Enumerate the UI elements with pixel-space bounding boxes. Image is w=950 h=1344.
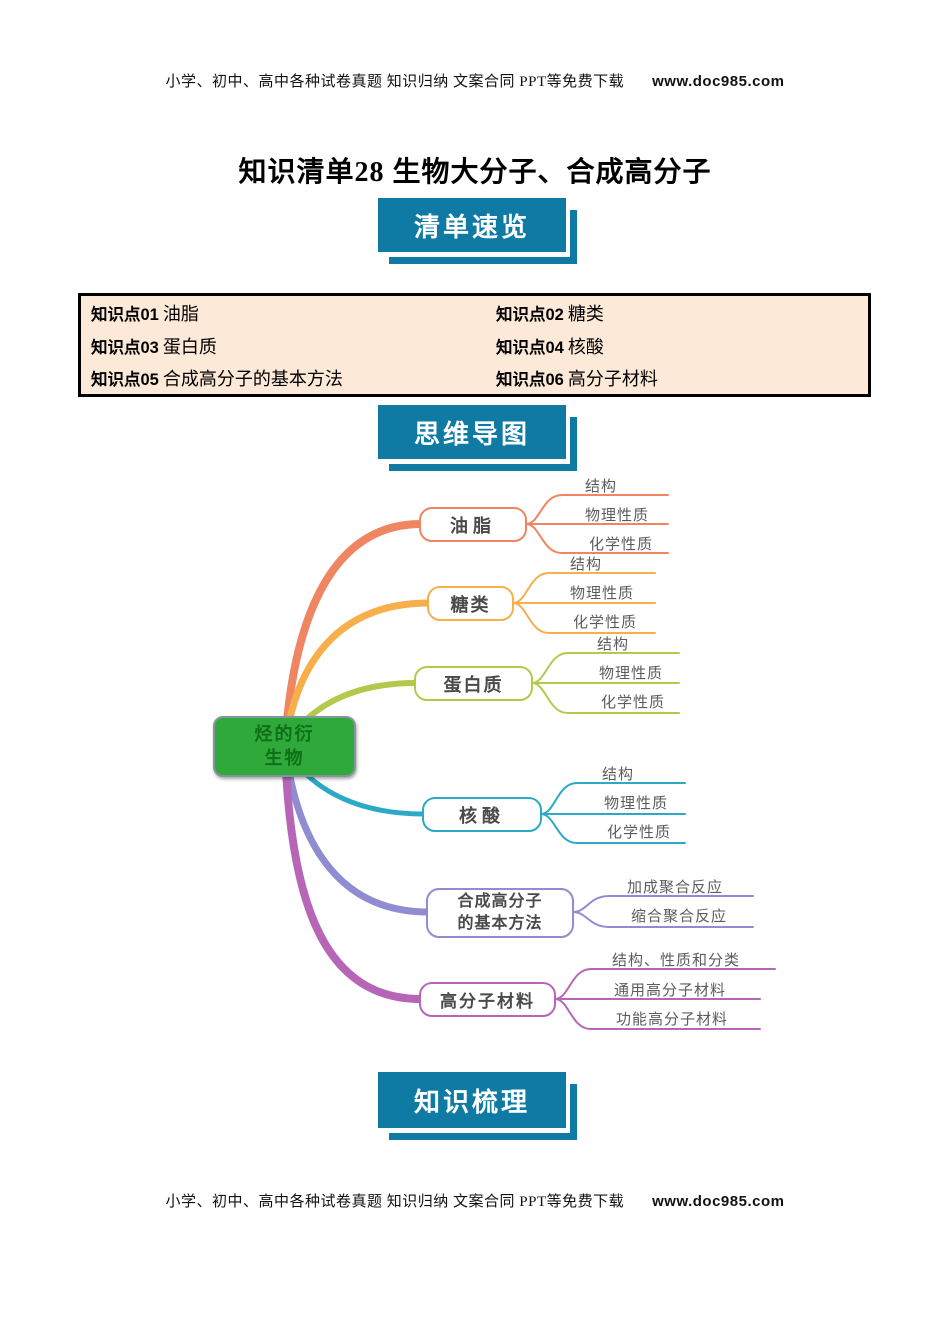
branch-5-fork-bottom <box>554 998 761 1030</box>
banner-knowledge: 知识梳理 <box>378 1072 566 1128</box>
banner-mindmap: 思维导图 <box>378 405 566 459</box>
branch-3-fork-top <box>540 782 686 815</box>
footer-text: 小学、初中、高中各种试卷真题 知识归纳 文案合同 PPT等免费下载 <box>165 1194 625 1210</box>
sub-label: 物理性质 <box>604 795 669 812</box>
sub-label: 化学性质 <box>589 536 654 553</box>
mindmap-connectors <box>281 494 776 1030</box>
header-text: 小学、初中、高中各种试卷真题 知识归纳 文案合同 PPT等免费下载 <box>165 74 625 90</box>
sub-label: 结构 <box>585 478 618 495</box>
sub-label: 结构、性质和分类 <box>612 952 741 969</box>
root-line2: 生物 <box>264 747 305 768</box>
branch-0-fork-top <box>525 494 669 525</box>
root-line1: 烃的衍 <box>254 724 315 745</box>
branch-node-hecheng: 合成高分子 的基本方法 <box>426 888 574 938</box>
sub-label: 缩合聚合反应 <box>631 908 728 925</box>
sub-label: 加成聚合反应 <box>627 879 724 896</box>
branch-5-fork-top <box>554 968 776 1000</box>
branch-node-gaofenzi: 高分子材料 <box>419 982 556 1017</box>
sub-label: 结构 <box>597 636 630 653</box>
branch-node-danbaizhi: 蛋白质 <box>414 666 533 701</box>
page-title: 知识清单28 生物大分子、合成高分子 <box>238 157 712 188</box>
branch-2-fork-bottom <box>531 682 680 714</box>
banner-knowledge-label: 知识梳理 <box>413 1086 530 1117</box>
sub-label: 化学性质 <box>607 824 672 841</box>
mindmap-root-node: 烃的衍 生物 <box>213 716 356 777</box>
branch-4-fork-bottom <box>572 911 754 928</box>
sub-label: 结构 <box>602 766 635 783</box>
footer-url: www.doc985.com <box>652 1193 785 1210</box>
page-footer: 小学、初中、高中各种试卷真题 知识归纳 文案合同 PPT等免费下载 www.doc… <box>0 1190 950 1211</box>
branch-node-tanglei: 糖类 <box>427 586 514 621</box>
branch-0-lines <box>281 494 669 750</box>
sub-label: 功能高分子材料 <box>616 1011 729 1028</box>
sub-label: 物理性质 <box>570 585 635 602</box>
branch-3-fork-bottom <box>540 813 686 844</box>
branch-2-fork-top <box>531 652 680 684</box>
sub-label: 物理性质 <box>599 665 664 682</box>
branch-1-fork-bottom <box>512 602 656 634</box>
branch-5-main-curve <box>281 742 425 1003</box>
branch-node-youzhi: 油脂 <box>419 507 527 542</box>
page-header: 小学、初中、高中各种试卷真题 知识归纳 文案合同 PPT等免费下载 www.doc… <box>0 70 950 91</box>
branch-0-fork-bottom <box>525 523 669 554</box>
banner-mindmap-label: 思维导图 <box>413 418 530 449</box>
branch-4-main-curve <box>281 742 432 916</box>
sub-label: 通用高分子材料 <box>614 982 727 999</box>
branch-5-lines <box>281 742 776 1030</box>
branch-4-lines <box>281 742 754 928</box>
sub-label: 化学性质 <box>601 694 666 711</box>
branch-0-main-curve <box>281 520 425 750</box>
header-url: www.doc985.com <box>652 73 785 90</box>
sub-label: 结构 <box>570 556 603 573</box>
branch-1-fork-top <box>512 572 656 604</box>
banner-overview-label: 清单速览 <box>413 211 530 242</box>
banner-overview: 清单速览 <box>378 198 566 252</box>
branch-node-hesuan: 核酸 <box>422 797 542 832</box>
sub-label: 化学性质 <box>573 614 638 631</box>
sub-label: 物理性质 <box>585 507 650 524</box>
